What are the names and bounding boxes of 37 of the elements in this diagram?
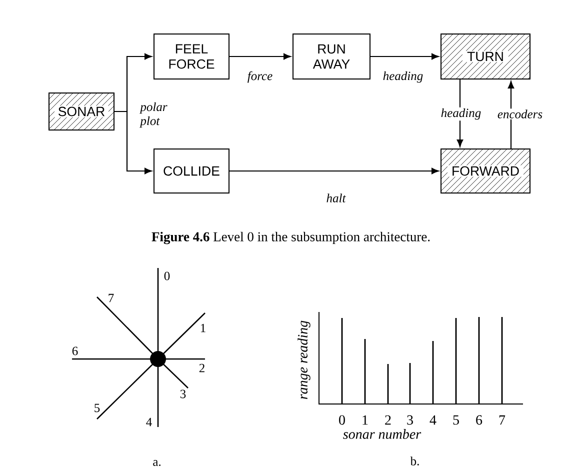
tick-label: 3 xyxy=(407,415,413,425)
figure-caption: Figure 4.6 Level 0 in the subsumption architecture. xyxy=(152,232,430,244)
ray-number: 1 xyxy=(200,324,206,332)
edge-label: force xyxy=(246,70,274,84)
axis-title: sonar number xyxy=(343,429,422,439)
ray-number: 5 xyxy=(94,404,100,412)
arrow xyxy=(370,53,439,60)
tick-label: 4 xyxy=(430,415,436,425)
tick-label: 7 xyxy=(499,415,506,425)
ray-number: 3 xyxy=(180,390,186,398)
arrow xyxy=(114,110,152,174)
edge-label: heading xyxy=(382,70,424,84)
tick-label: 6 xyxy=(476,415,482,425)
tick-label: 1 xyxy=(362,415,368,425)
process-box: FEEL FORCE xyxy=(154,34,230,80)
edge-label: halt xyxy=(325,192,347,204)
ray-number: 4 xyxy=(146,418,152,426)
ray-number: 0 xyxy=(164,272,170,280)
edge-label: polar plot xyxy=(139,101,172,129)
axis-title: range reading xyxy=(298,320,310,400)
process-box: COLLIDE xyxy=(154,148,230,194)
ray-number: 7 xyxy=(108,294,114,302)
tick-label: 0 xyxy=(339,415,345,425)
arrow xyxy=(230,168,439,174)
tick-label: 5 xyxy=(453,415,459,425)
arrow xyxy=(230,53,291,60)
panel-letter: b. xyxy=(410,456,419,466)
hatched-box: FORWARD xyxy=(440,148,530,194)
ray-number: 2 xyxy=(199,364,204,372)
edge-label: heading xyxy=(440,107,482,121)
ray-number: 6 xyxy=(72,346,78,356)
arrow xyxy=(456,80,464,147)
edge-label: encoders xyxy=(496,108,544,120)
process-box: RUN AWAY xyxy=(292,34,370,80)
panel-letter: a. xyxy=(153,460,161,466)
arrow xyxy=(508,81,514,148)
tick-label: 2 xyxy=(385,415,391,425)
